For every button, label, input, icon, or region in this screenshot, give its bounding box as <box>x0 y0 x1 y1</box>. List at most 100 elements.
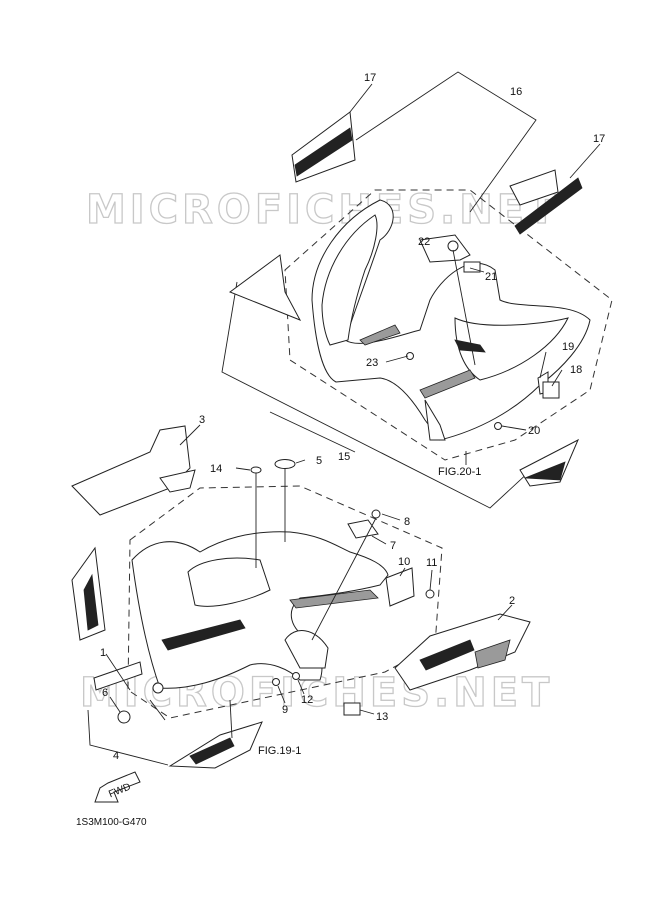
lower-decal-stripe <box>189 737 235 765</box>
leader-12 <box>297 679 305 695</box>
decal-17-left-stripe <box>294 127 353 177</box>
part-18-label <box>542 381 560 399</box>
side-decal-left-stripe <box>83 573 99 631</box>
part-14-cap <box>250 466 262 474</box>
leader-22 <box>452 249 476 366</box>
rear-fender-body <box>311 199 591 441</box>
decal-17-right-stripe <box>514 177 583 235</box>
leader-6 <box>109 696 121 713</box>
leader-14 <box>235 467 251 471</box>
fig-ref-19: FIG.19-1 <box>258 745 301 757</box>
part-7-label <box>347 519 379 539</box>
part-12-screw <box>292 672 300 680</box>
decal-17-right-upper <box>509 169 559 206</box>
leader-18 <box>551 369 563 387</box>
decal-2-dark <box>419 639 475 671</box>
leader-7 <box>371 535 387 545</box>
callout-2: 2 <box>509 595 515 607</box>
leader-23 <box>385 355 409 363</box>
right-flap-dark <box>524 461 566 481</box>
callout-23: 23 <box>366 357 378 369</box>
part-20-screw <box>494 422 502 430</box>
callout-7: 7 <box>390 540 396 552</box>
leader-3 <box>179 424 201 446</box>
callout-22: 22 <box>418 236 430 248</box>
front-dark-strip <box>161 619 246 651</box>
part-5-cap <box>274 459 296 469</box>
leader-2 <box>497 604 513 621</box>
rear-lower-tab <box>424 399 446 441</box>
leader-11 <box>429 569 433 591</box>
front-fender-group: FWD <box>71 424 531 803</box>
leader-5 <box>295 459 306 464</box>
rear-fender-group <box>221 71 613 509</box>
leader-4 <box>87 709 169 766</box>
diagram-code: 1S3M100-G470 <box>76 817 147 828</box>
part-21-pad <box>463 261 481 273</box>
leader-15 <box>269 411 356 453</box>
part-6-grommet <box>117 710 131 724</box>
side-decal-left-2 <box>93 661 143 691</box>
leader-1 <box>105 653 131 691</box>
callout-13: 13 <box>376 711 388 723</box>
leader-21 <box>469 267 485 273</box>
callout-3: 3 <box>199 414 205 426</box>
decal-3-small <box>159 469 196 493</box>
leader-8 <box>381 513 401 521</box>
decal-2-grey <box>474 639 511 669</box>
group-outline-15 <box>221 281 546 509</box>
part-13-label <box>343 702 361 716</box>
part-9-screw <box>272 678 280 686</box>
part-11-screw <box>425 589 435 599</box>
callout-20: 20 <box>528 425 540 437</box>
callout-17-right: 17 <box>593 133 605 145</box>
callout-15: 15 <box>338 451 350 463</box>
rear-bracket <box>419 234 471 263</box>
rear-dark-strip <box>454 339 486 353</box>
part-10-plate <box>385 567 415 607</box>
part-22-nut <box>447 240 459 252</box>
rear-fender-stripe <box>359 324 401 346</box>
fwd-arrow: FWD <box>94 771 141 803</box>
rear-fender-side-panel <box>321 214 378 346</box>
front-fender-seat <box>187 557 271 607</box>
decal-3 <box>71 425 191 516</box>
part-8-screw <box>371 509 381 519</box>
callout-10: 10 <box>398 556 410 568</box>
part-1-clip <box>152 682 164 694</box>
callout-4: 4 <box>113 750 119 762</box>
leader-10 <box>399 567 406 577</box>
leader-4b <box>149 699 166 721</box>
callout-18: 18 <box>570 364 582 376</box>
leader-16 <box>355 71 537 213</box>
leader-17-left <box>349 83 373 113</box>
rear-grey-strip <box>419 369 476 399</box>
callout-1: 1 <box>100 647 106 659</box>
callout-8: 8 <box>404 516 410 528</box>
leader-fig19 <box>229 699 233 739</box>
headlight-cover <box>284 630 329 669</box>
left-flap <box>228 254 302 321</box>
callout-21: 21 <box>485 271 497 283</box>
leader-19 <box>539 351 547 379</box>
front-fender-body <box>131 531 389 689</box>
callout-9: 9 <box>282 704 288 716</box>
callout-14: 14 <box>210 463 222 475</box>
callout-17-left: 17 <box>364 72 376 84</box>
callout-12: 12 <box>301 694 313 706</box>
callout-19: 19 <box>562 341 574 353</box>
rear-decal-area <box>454 317 569 381</box>
leader-8-down <box>311 517 377 641</box>
callout-5: 5 <box>316 455 322 467</box>
leader-20 <box>501 425 527 431</box>
leader-13 <box>359 709 375 715</box>
watermark-top: MICROFICHES.NET <box>86 187 559 233</box>
fig-ref-20: FIG.20-1 <box>438 466 481 478</box>
callout-labels: 1 2 3 4 5 6 7 8 9 10 11 12 13 14 15 16 1… <box>100 72 605 762</box>
callout-6: 6 <box>102 687 108 699</box>
leader-17-right <box>569 143 601 179</box>
rear-dashed-box <box>284 189 613 461</box>
callout-11: 11 <box>426 557 437 569</box>
leader-9 <box>277 685 286 704</box>
